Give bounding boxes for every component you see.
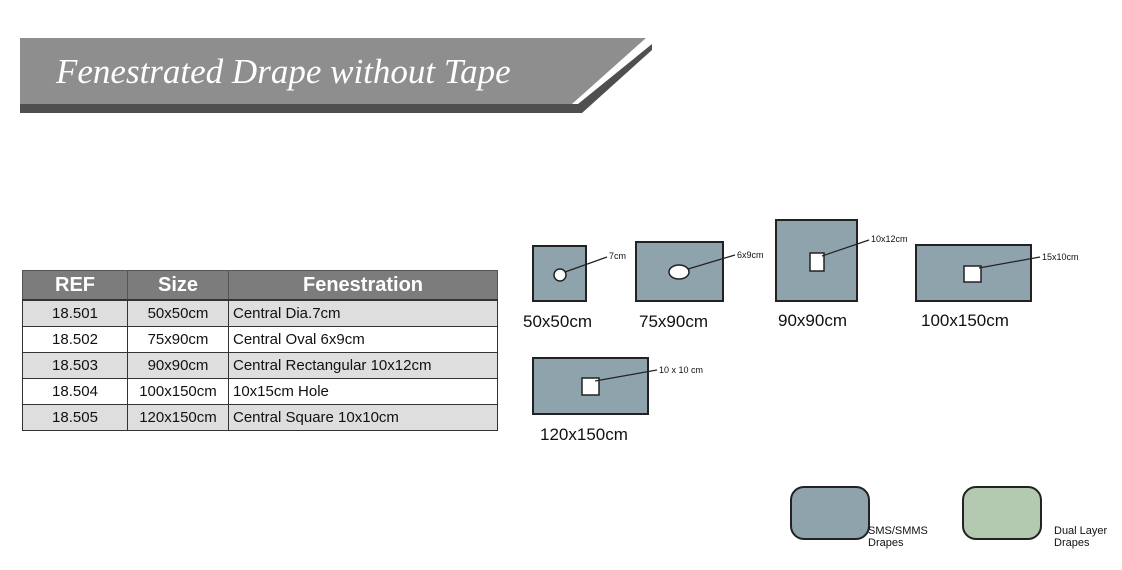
cell-size: 100x150cm	[127, 378, 229, 405]
banner-face	[20, 38, 646, 104]
leader-line	[564, 256, 608, 273]
cell-ref: 18.505	[22, 404, 128, 431]
legend-swatch-sms	[790, 486, 870, 540]
cell-ref: 18.504	[22, 378, 128, 405]
leader-line	[687, 254, 736, 270]
hole-square-icon	[581, 377, 600, 396]
legend-label-line: Drapes	[868, 537, 904, 549]
hole-label: 15x10cm	[1042, 252, 1079, 262]
cell-ref: 18.503	[22, 352, 128, 379]
size-label: 100x150cm	[921, 311, 1009, 330]
header-ref: REF	[22, 270, 128, 301]
cell-size: 75x90cm	[127, 326, 229, 353]
hole-label: 10x12cm	[871, 234, 908, 244]
size-label: 75x90cm	[639, 312, 708, 331]
table-header-row: REF Size Fenestration	[22, 270, 498, 301]
leader-line	[821, 239, 870, 257]
legend-label-sms: SMS/SMMS Drapes	[868, 525, 928, 549]
size-label: 90x90cm	[778, 311, 847, 330]
legend-label-line: Dual Layer	[1054, 525, 1108, 537]
hole-label: 10 x 10 cm	[659, 365, 704, 375]
leader-line	[978, 256, 1041, 269]
hole-circle-icon	[553, 268, 567, 282]
table-row: 18.505 120x150cm Central Square 10x10cm	[22, 404, 498, 431]
table-row: 18.504 100x150cm 10x15cm Hole	[22, 378, 498, 405]
table-row: 18.501 50x50cm Central Dia.7cm	[22, 299, 498, 327]
cell-fenestration: Central Dia.7cm	[228, 299, 498, 327]
hole-label: 7cm	[609, 251, 627, 261]
hole-square-icon	[963, 265, 982, 283]
cell-ref: 18.501	[22, 299, 128, 327]
cell-fenestration: Central Rectangular 10x12cm	[228, 352, 498, 379]
leader-line	[594, 369, 658, 382]
header-size: Size	[127, 270, 229, 301]
header-fenestration: Fenestration	[228, 270, 498, 301]
hole-rectangle-icon	[809, 252, 825, 272]
table-row: 18.503 90x90cm Central Rectangular 10x12…	[22, 352, 498, 379]
page-title: Fenestrated Drape without Tape	[56, 52, 511, 91]
banner-shadow	[20, 44, 652, 113]
legend-swatch-dual-layer	[962, 486, 1042, 540]
cell-size: 120x150cm	[127, 404, 229, 431]
title-banner	[20, 38, 652, 113]
legend-label-dual-layer: Dual Layer Drapes	[1054, 525, 1107, 549]
legend-label-line: Drapes	[1054, 537, 1090, 549]
cell-size: 90x90cm	[127, 352, 229, 379]
spec-table: REF Size Fenestration 18.501 50x50cm Cen…	[22, 270, 498, 431]
size-label: 50x50cm	[523, 312, 592, 331]
cell-fenestration: Central Square 10x10cm	[228, 404, 498, 431]
size-label: 120x150cm	[540, 425, 628, 444]
legend-label-line: SMS/SMMS	[868, 525, 928, 537]
hole-label: 6x9cm	[737, 250, 764, 260]
hole-oval-icon	[668, 264, 690, 280]
